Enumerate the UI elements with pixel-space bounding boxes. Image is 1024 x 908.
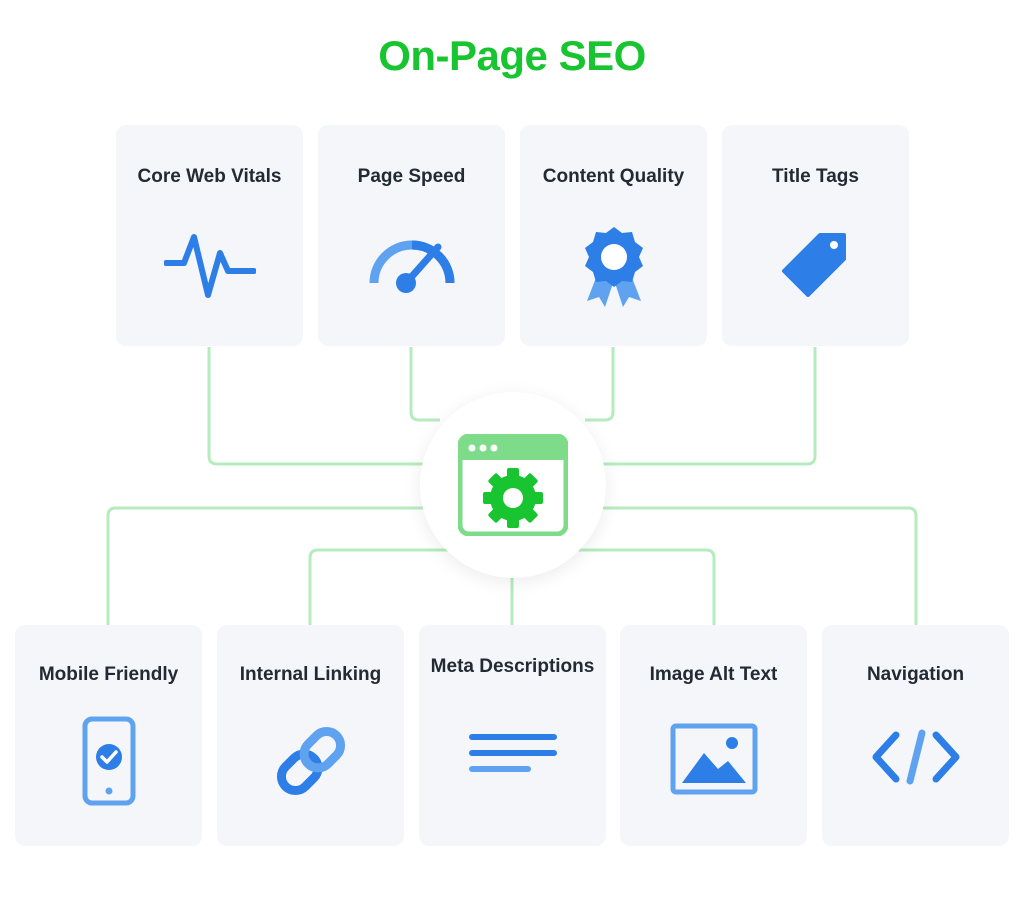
card-label: Core Web Vitals [137, 166, 282, 187]
connector-core-web-vitals [207, 347, 430, 466]
card-navigation: Navigation [822, 625, 1009, 846]
diagram-title: On-Page SEO [378, 32, 646, 79]
connector-navigation [600, 506, 918, 625]
speedometer-icon [366, 225, 458, 306]
connector-image-alt-text [575, 548, 716, 625]
card-label: Mobile Friendly [38, 664, 179, 685]
card-label: Image Alt Text [649, 664, 778, 685]
card-meta-descriptions: Meta Descriptions [419, 625, 606, 846]
connector-title-tags [596, 347, 817, 466]
connector-content-quality [585, 347, 615, 422]
card-page-speed: Page Speed [318, 125, 505, 346]
mobile-check-icon [81, 715, 137, 812]
tag-icon [778, 225, 854, 306]
card-internal-linking: Internal Linking [217, 625, 404, 846]
hub-circle [420, 392, 606, 578]
card-label: Title Tags [772, 166, 859, 187]
card-title-tags: Title Tags [722, 125, 909, 346]
text-lines-icon [468, 729, 558, 786]
card-image-alt-text: Image Alt Text [620, 625, 807, 846]
card-label: Meta Descriptions [430, 656, 595, 677]
card-label: Internal Linking [239, 664, 382, 685]
connector-page-speed [409, 347, 440, 422]
code-icon [870, 729, 962, 790]
connector-mobile-friendly [106, 506, 425, 625]
card-label: Content Quality [542, 166, 685, 187]
image-icon [670, 723, 758, 800]
card-label: Navigation [866, 664, 965, 685]
browser-gear-icon [457, 433, 569, 541]
link-icon [265, 715, 357, 812]
pulse-icon [162, 225, 257, 306]
card-core-web-vitals: Core Web Vitals [116, 125, 303, 346]
card-content-quality: Content Quality [520, 125, 707, 346]
award-ribbon-icon [579, 225, 649, 314]
connector-internal-linking [308, 548, 450, 625]
card-label: Page Speed [357, 166, 466, 187]
card-mobile-friendly: Mobile Friendly [15, 625, 202, 846]
